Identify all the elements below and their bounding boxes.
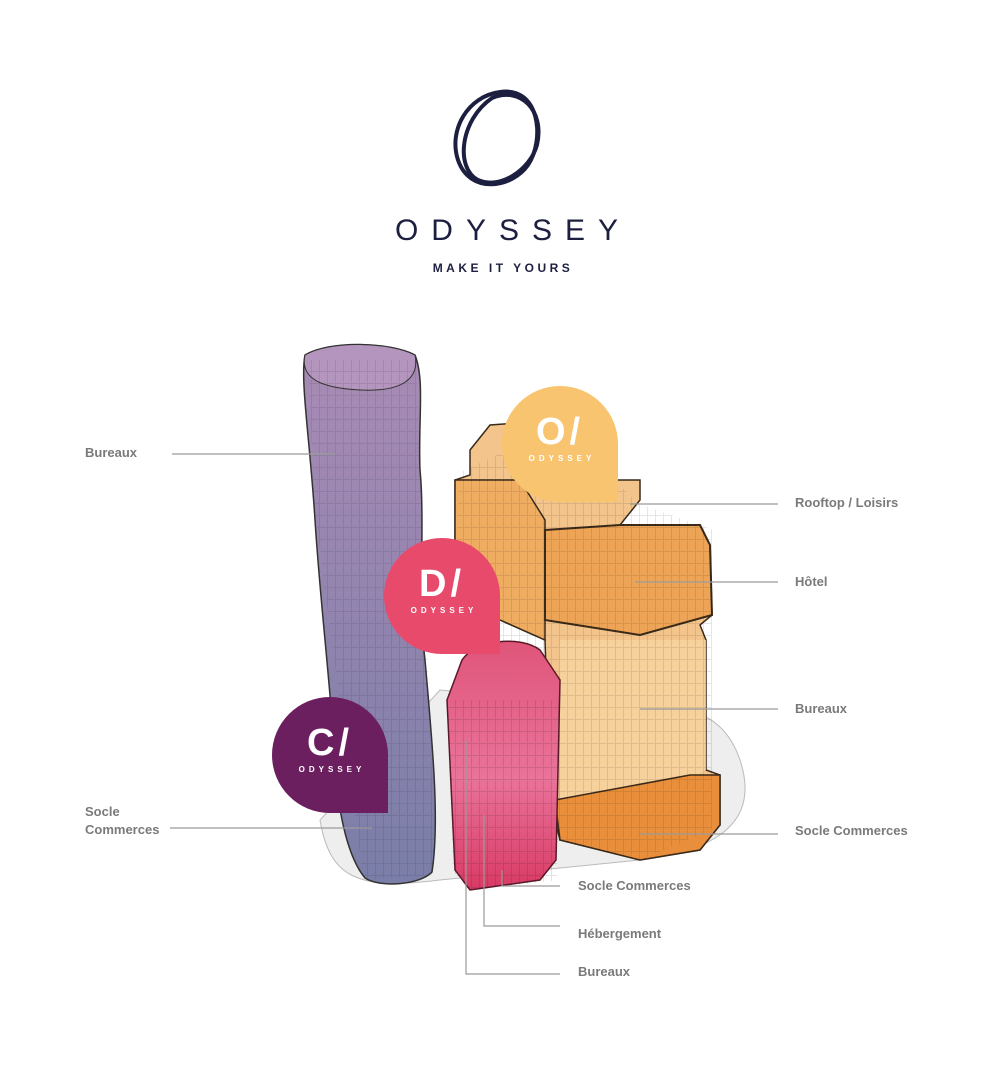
label-o-rooftop: Rooftop / Loisirs [795, 495, 899, 510]
brand-tagline: MAKE IT YOURS [432, 261, 574, 275]
badge-d-sub: ODYSSEY [410, 606, 478, 615]
badge-d-letter: D/ [419, 563, 465, 605]
label-d-hebergement: Hébergement [578, 926, 662, 941]
leader-lines [170, 453, 778, 975]
logo-icon [453, 89, 541, 187]
building-d [446, 640, 561, 891]
label-d-bureaux: Bureaux [578, 964, 631, 979]
badge-o: O/ ODYSSEY [502, 386, 618, 502]
badge-c-letter: C/ [307, 722, 353, 764]
label-d-socle: Socle Commerces [578, 878, 691, 893]
label-c-bureaux: Bureaux [85, 445, 138, 460]
label-c-socle-2: Commerces [85, 822, 160, 837]
brand-name: ODYSSEY [394, 214, 632, 247]
badge-o-letter: O/ [535, 411, 585, 453]
label-o-socle: Socle Commerces [795, 823, 908, 838]
badge-c: C/ ODYSSEY [272, 697, 388, 813]
badge-o-sub: ODYSSEY [528, 454, 596, 463]
label-o-bureaux: Bureaux [795, 701, 848, 716]
badge-c-sub: ODYSSEY [298, 765, 366, 774]
badge-d: D/ ODYSSEY [384, 538, 500, 654]
label-c-socle-1: Socle [85, 804, 120, 819]
label-o-hotel: Hôtel [795, 574, 828, 589]
